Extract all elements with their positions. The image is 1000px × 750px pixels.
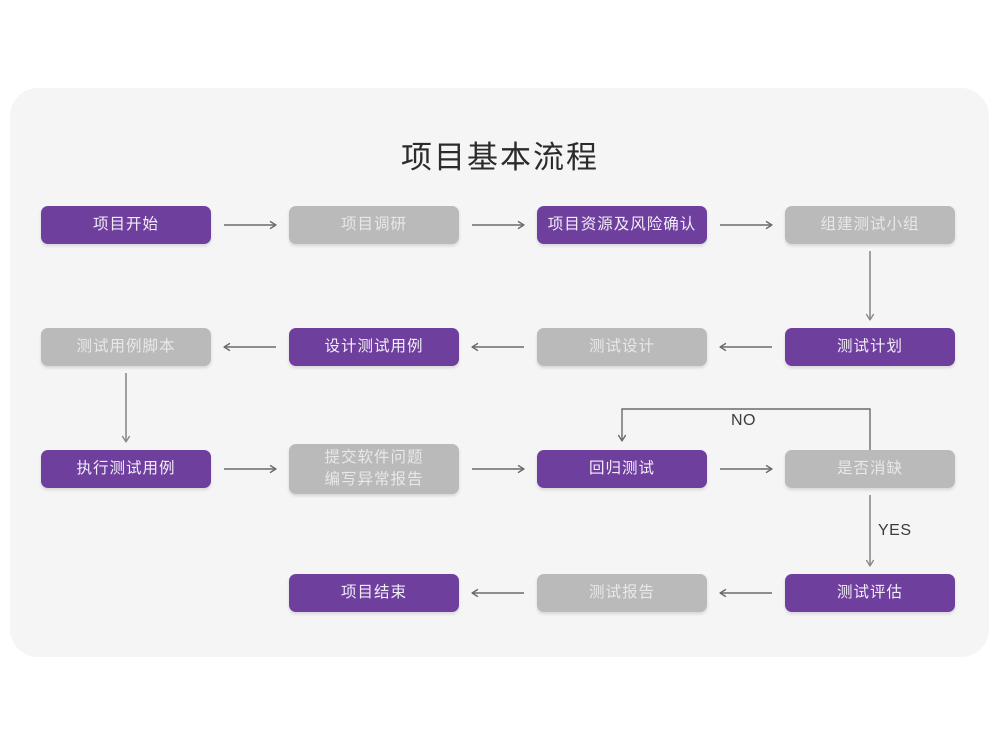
node-regression-test[interactable]: 回归测试 [537,450,707,488]
node-submit-issue-report[interactable]: 提交软件问题 编写异常报告 [289,444,459,494]
node-test-report[interactable]: 测试报告 [537,574,707,612]
page-title: 项目基本流程 [401,140,599,175]
node-form-test-team[interactable]: 组建测试小组 [785,206,955,244]
node-test-evaluation[interactable]: 测试评估 [785,574,955,612]
node-project-start[interactable]: 项目开始 [41,206,211,244]
node-test-plan[interactable]: 测试计划 [785,328,955,366]
edge-label-no: NO [731,412,756,429]
node-test-design[interactable]: 测试设计 [537,328,707,366]
node-design-test-case[interactable]: 设计测试用例 [289,328,459,366]
flowchart-panel [10,88,989,657]
node-defect-cleared-decision[interactable]: 是否消缺 [785,450,955,488]
edge-label-yes: YES [878,522,912,539]
node-project-research[interactable]: 项目调研 [289,206,459,244]
node-test-case-script[interactable]: 测试用例脚本 [41,328,211,366]
node-project-end[interactable]: 项目结束 [289,574,459,612]
node-execute-test-case[interactable]: 执行测试用例 [41,450,211,488]
node-resource-risk-confirm[interactable]: 项目资源及风险确认 [537,206,707,244]
